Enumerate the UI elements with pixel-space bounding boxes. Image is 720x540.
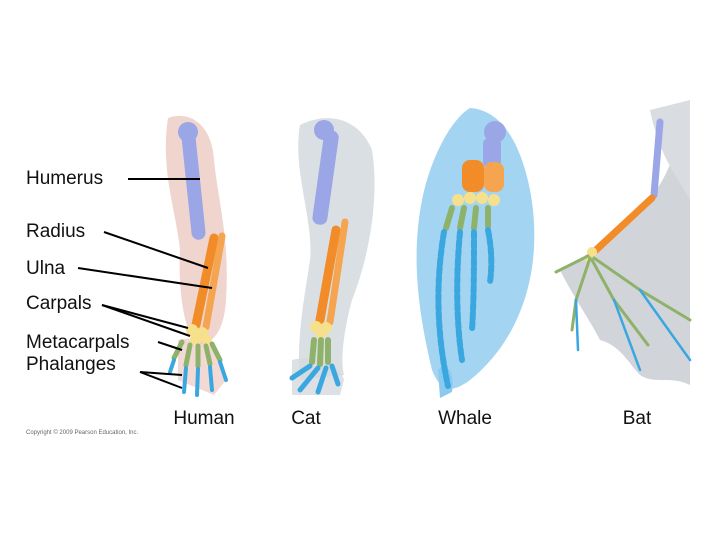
bat-digits — [554, 254, 692, 372]
whale-phalanges — [435, 227, 495, 389]
human-phalanges — [168, 358, 228, 397]
human-ulna — [202, 232, 226, 331]
leader-phalanges-2 — [139, 371, 183, 389]
leader-carpals-1 — [101, 304, 189, 329]
label-ulna: Ulna — [26, 258, 66, 279]
whale-flipper — [416, 108, 535, 398]
caption-bat: Bat — [622, 408, 652, 429]
label-radius: Radius — [26, 221, 86, 242]
cat-metacarpals — [309, 337, 331, 367]
human-arm — [165, 115, 228, 397]
whale-humerus — [484, 121, 506, 143]
cat-phalanges — [289, 363, 341, 395]
leader-phalanges-1 — [139, 371, 183, 376]
leader-ulna — [77, 267, 213, 289]
human-radius — [191, 233, 219, 330]
bat-radius — [592, 194, 656, 254]
copyright-notice: Copyright © 2009 Pearson Education, Inc. — [26, 430, 139, 436]
human-metacarpals — [171, 339, 223, 369]
leader-carpals-2 — [101, 304, 191, 337]
leader-lines — [77, 178, 213, 389]
bat-humerus — [650, 118, 664, 199]
leader-radius — [103, 231, 209, 269]
cat-ulna — [326, 218, 349, 326]
caption-whale: Whale — [438, 408, 492, 429]
leader-metacarpals — [157, 341, 183, 351]
human-humerus — [180, 125, 206, 240]
label-metacarpals-phalanges: Metacarpals Phalanges — [26, 332, 130, 375]
cat-carpals — [310, 321, 332, 339]
caption-human: Human — [173, 408, 235, 429]
label-humerus: Humerus — [26, 168, 104, 189]
whale-metacarpals — [443, 205, 491, 231]
whale-carpals — [452, 192, 500, 206]
whale-radius-ulna — [462, 160, 504, 192]
label-carpals: Carpals — [26, 293, 92, 314]
cat-humerus — [312, 130, 339, 225]
caption-cat: Cat — [291, 408, 321, 429]
human-carpals — [186, 324, 212, 345]
cat-leg — [289, 118, 375, 395]
cat-radius — [315, 225, 341, 325]
bat-wing — [554, 100, 692, 385]
